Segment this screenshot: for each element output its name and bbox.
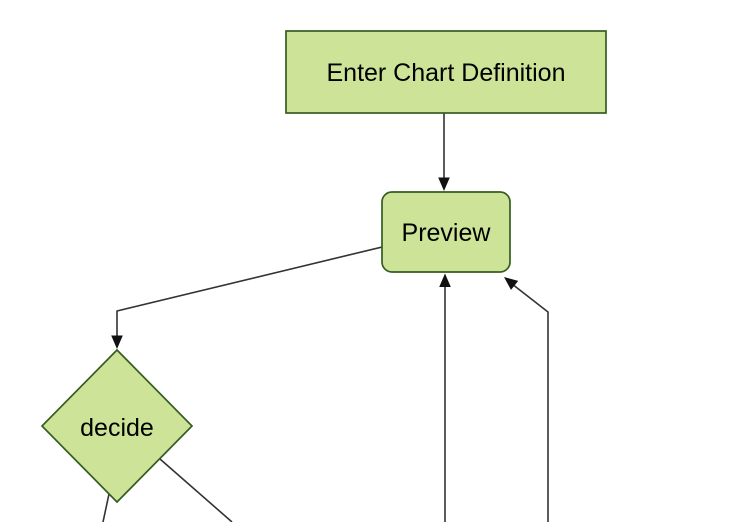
edge-decide-to-offscreen-left-line: [102, 493, 110, 522]
edge-offscreen-right-to-preview-line: [513, 284, 549, 522]
arrowhead-down-icon: [438, 177, 450, 191]
arrowhead-down-icon: [111, 335, 123, 349]
edge-decide-to-offscreen-right: [159, 458, 233, 522]
node-preview: Preview: [381, 191, 511, 273]
preview-box: [381, 191, 511, 273]
edge-preview-to-decide-line: [116, 246, 383, 337]
edge-offscreen-bottom-to-preview: [439, 273, 451, 522]
arrowhead-up-icon: [439, 273, 451, 287]
enter-chart-definition-label: Enter Chart Definition: [326, 59, 565, 87]
node-enter-chart-definition: Enter Chart Definition: [285, 30, 607, 114]
edge-decide-to-offscreen-right-line: [159, 458, 233, 522]
arrowhead-up-left-icon: [504, 277, 519, 290]
edge-offscreen-right-to-preview: [504, 277, 549, 522]
edge-preview-to-decide: [111, 246, 383, 349]
node-decide: decide: [40, 348, 194, 504]
preview-label: Preview: [402, 219, 492, 247]
edge-enter-to-preview: [438, 113, 450, 191]
edge-decide-to-offscreen-left: [102, 493, 110, 522]
decide-diamond: [40, 348, 194, 504]
enter-chart-definition-box: [285, 30, 607, 114]
decide-label: decide: [80, 414, 154, 442]
